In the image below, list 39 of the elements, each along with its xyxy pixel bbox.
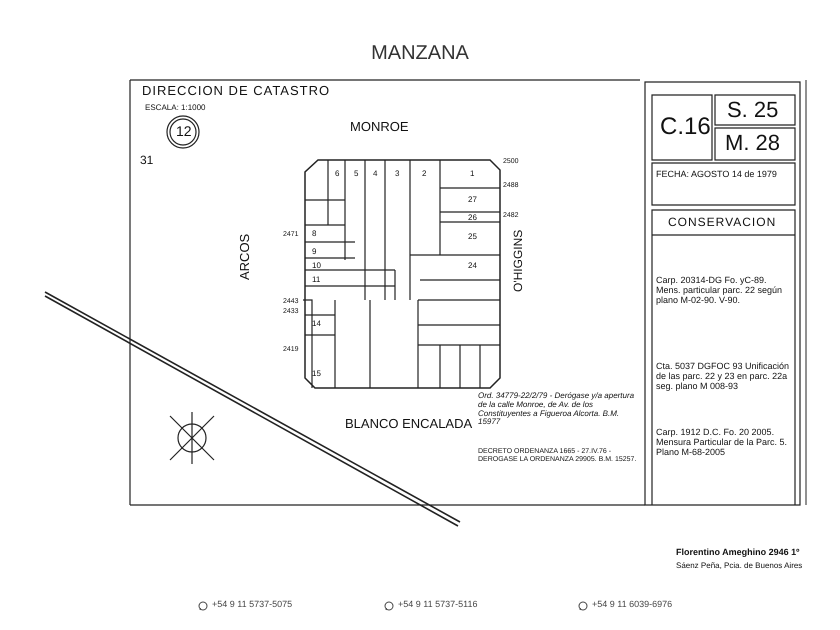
- parcel-number: 31: [140, 154, 154, 168]
- scale-note: ESCALA: 1:1000: [145, 104, 206, 113]
- lot-number: 1: [470, 170, 474, 179]
- lot-number: 5: [354, 170, 358, 179]
- sheet-number: 12: [176, 124, 192, 140]
- street-name: MONROE: [350, 120, 408, 134]
- annotation: Carp. 20314-DG Fo. yC-89. Mens. particular parc. 22 según plano M-02-90. V-90.: [656, 276, 784, 306]
- lot-number: 2: [422, 170, 426, 179]
- block-code: M. 28: [725, 131, 780, 156]
- lot-number: 3: [395, 170, 400, 179]
- street-name: O'HIGGINS: [512, 230, 526, 292]
- lot-number: 4: [373, 170, 378, 179]
- annotation: Cta. 5037 DGFOC 93 Unificación de las parc. 22 y 23 en parc. 22a seg. plano M 008-93: [656, 362, 790, 392]
- section-code: S. 25: [727, 98, 778, 122]
- street-name: ARCOS: [238, 234, 252, 280]
- lot-number: 9: [312, 248, 316, 257]
- lot-number: 25: [468, 233, 477, 242]
- lot-number: 26: [468, 214, 477, 223]
- annotation: Carp. 1912 D.C. Fo. 20 2005. Mensura Particular de la Parc. 5. Plano M-68-2005: [656, 428, 788, 458]
- phone-number: +54 9 11 6039-6976: [592, 600, 672, 610]
- phone-number: +54 9 11 5737-5075: [212, 600, 292, 610]
- street-name: BLANCO ENCALADA: [345, 417, 472, 432]
- heading: DIRECCION DE CATASTRO: [142, 84, 330, 98]
- address: Florentino Ameghino 2946 1º: [676, 548, 800, 558]
- lot-number: 8: [312, 230, 316, 239]
- phone-number: +54 9 11 5737-5116: [398, 600, 478, 610]
- lot-number: 27: [468, 196, 477, 205]
- address: Sáenz Peña, Pcia. de Buenos Aires: [676, 562, 802, 571]
- district-code: C.16: [660, 114, 711, 140]
- lot-number: 10: [312, 262, 321, 271]
- lot-number: 14: [312, 320, 321, 329]
- date-note: FECHA: AGOSTO 14 de 1979: [656, 170, 777, 180]
- lot-number: 24: [468, 262, 477, 271]
- page-title: MANZANA: [370, 42, 470, 64]
- annotation: Ord. 34779-22/2/79 - Derógase y/a apertura de la calle Monroe, de Av. de los Constituyentes a Figueroa Alcorta. B.M. 15977: [478, 392, 636, 428]
- lot-number: 11: [312, 276, 320, 285]
- section-heading: CONSERVACION: [668, 216, 776, 230]
- lot-number: 15: [312, 370, 321, 379]
- lot-number: 6: [335, 170, 340, 179]
